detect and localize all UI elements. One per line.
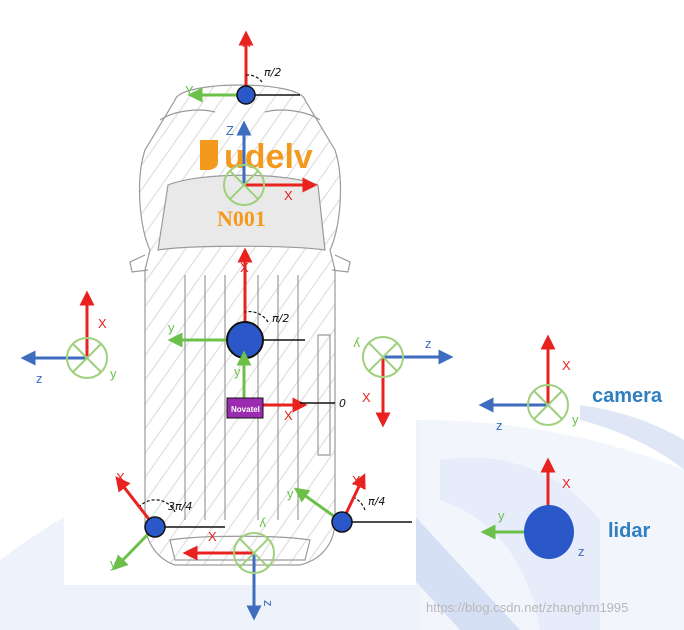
front-angle-label: π/2: [264, 66, 281, 79]
left-camera-y-label: y: [110, 366, 117, 381]
udelv-logo: udelv N001: [200, 138, 313, 231]
center-y-label: y: [168, 320, 175, 335]
front-camera-z-label: Z: [226, 123, 234, 138]
front-x-label: X: [242, 35, 251, 50]
left-camera-frame: X z y: [20, 290, 117, 386]
novatel-zero-label: 0: [339, 397, 346, 410]
brand-text: udelv: [224, 138, 313, 176]
left-camera-x-label: X: [98, 316, 107, 331]
right-camera-z-label: z: [425, 336, 432, 351]
rear-right-angle-label: π/4: [368, 495, 385, 508]
rear-left-x-label: X: [116, 470, 125, 485]
legend-lidar-text: lidar: [608, 520, 650, 542]
center-x-label: X: [240, 260, 249, 275]
front-camera-x-label: X: [284, 188, 293, 203]
novatel-frame: Novatel y X 0: [226, 350, 346, 423]
vehicle-id: N001: [217, 206, 266, 231]
right-camera-x-label: X: [362, 390, 371, 405]
rear-left-y-label: y: [110, 556, 117, 571]
rear-left-lidar-frame: X y 3π/4: [110, 470, 225, 571]
rear-camera-frame: X y z: [182, 517, 276, 621]
left-camera-z-label: z: [36, 371, 43, 386]
front-y-label: Y: [185, 83, 194, 98]
legend-lidar-disk: [524, 505, 574, 559]
rear-camera-z-label: z: [261, 600, 276, 607]
legend-lidar-y-label: y: [498, 508, 505, 523]
front-camera-frame: Z X: [223, 120, 318, 206]
novatel-box: [226, 397, 264, 419]
rear-left-angle-label: 3π/4: [168, 500, 192, 513]
legend-lidar-z-label: z: [578, 544, 585, 559]
center-angle-label: π/2: [272, 312, 289, 325]
legend-camera-x-label: X: [562, 358, 571, 373]
novatel-x-label: X: [284, 408, 293, 423]
rear-camera-y-label: y: [259, 517, 266, 532]
rear-right-lidar-frame: X y π/4: [287, 473, 412, 533]
legend-camera-text: camera: [592, 385, 663, 407]
watermark: https://blog.csdn.net/zhanghm1995: [426, 600, 628, 615]
legend-lidar-x-label: X: [562, 476, 571, 491]
legend-camera-y-label: y: [572, 412, 579, 427]
rear-right-y-label: y: [287, 486, 294, 501]
legend-camera-z-label: z: [496, 418, 503, 433]
legend-lidar: X y z lidar: [480, 457, 650, 559]
rear-camera-x-label: X: [208, 529, 217, 544]
novatel-y-label: y: [234, 364, 241, 379]
right-camera-y-label: y: [353, 337, 360, 352]
right-camera-frame: z X y: [353, 336, 454, 428]
legend-camera: X z y camera: [478, 334, 663, 433]
rear-right-x-label: X: [352, 473, 361, 488]
center-lidar-frame: X y π/2: [167, 247, 305, 359]
front-top-frame: X Y π/2: [185, 30, 300, 105]
novatel-label: Novatel: [231, 405, 260, 414]
